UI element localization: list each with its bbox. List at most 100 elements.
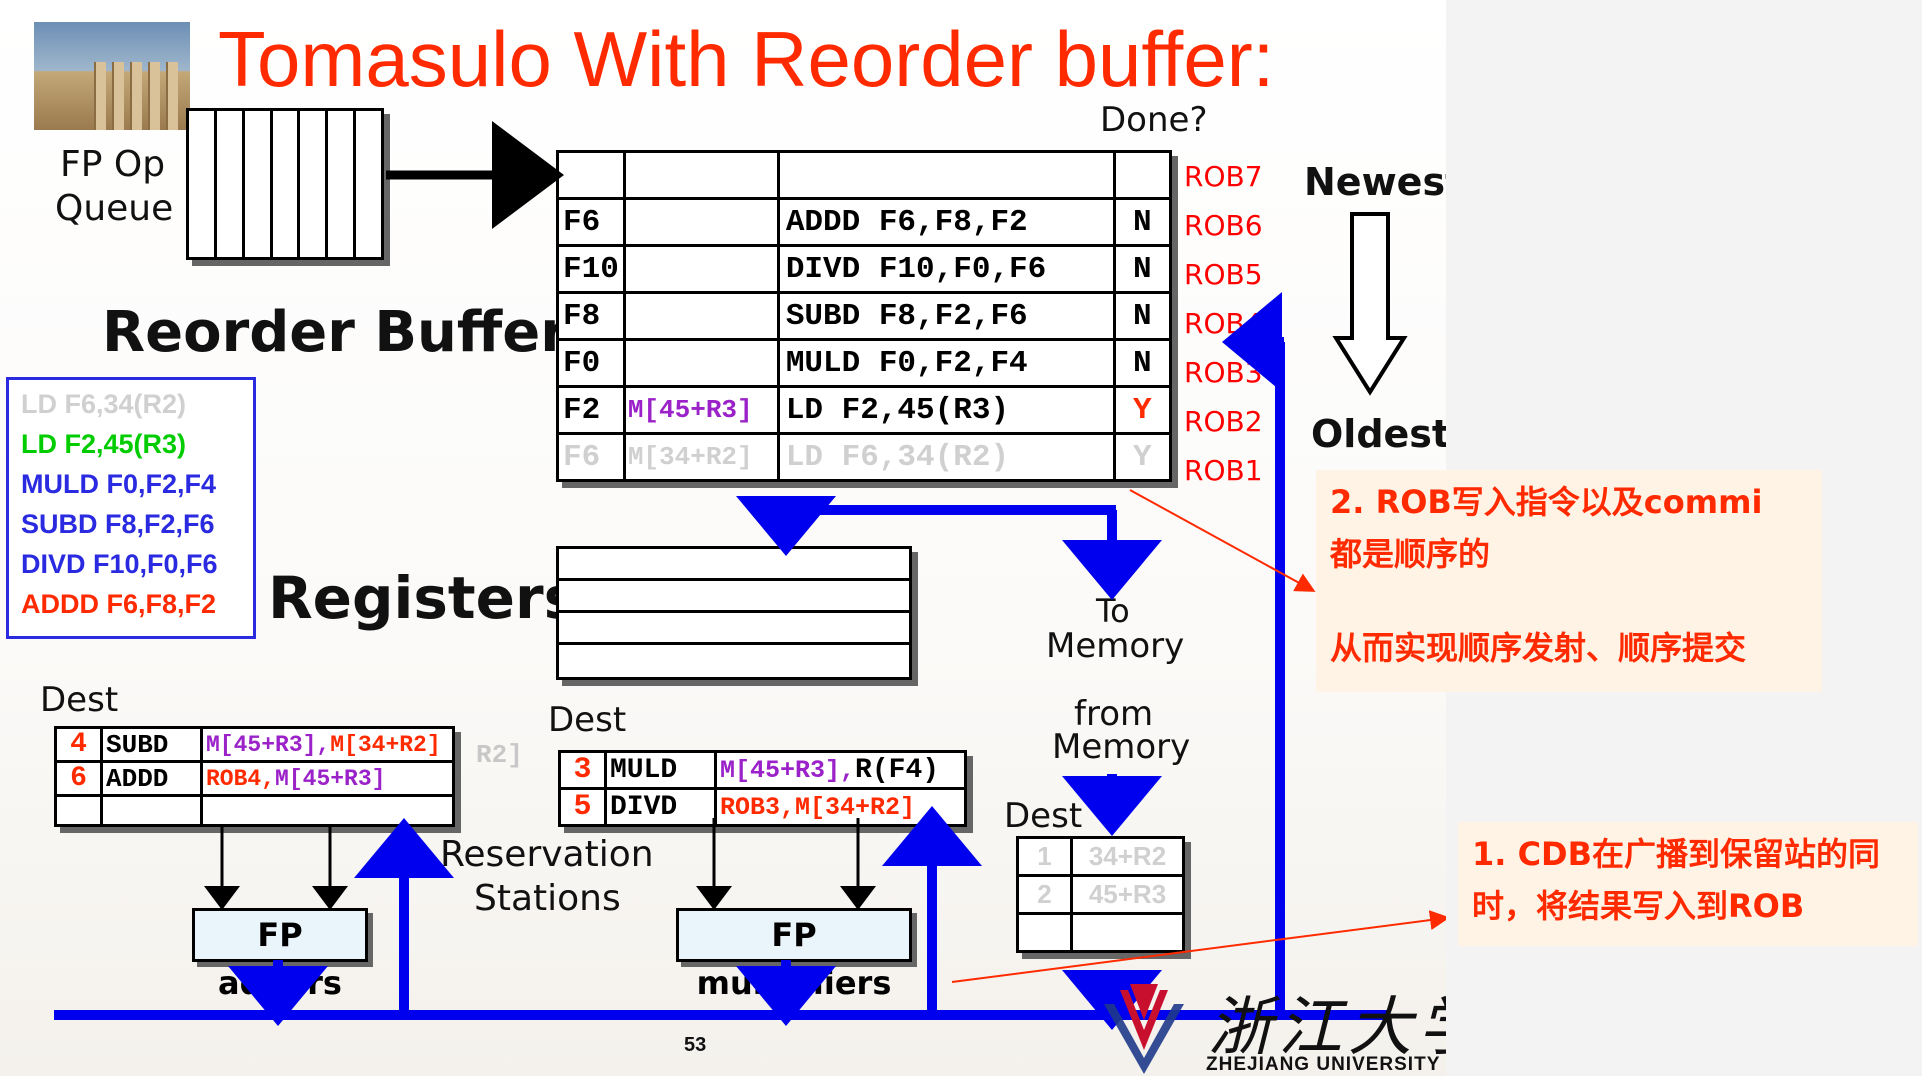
rs-op-cell: MULD: [604, 750, 717, 790]
rs-dest-cell: 4: [54, 726, 103, 763]
rs-operand-2: M[45+R3]: [275, 765, 386, 792]
rob-value-cell: [622, 244, 780, 294]
rob-value-cell: [622, 291, 780, 341]
rob-dest-cell: F8: [556, 291, 626, 341]
callout-rob-order-line-3: 从而实现顺序发射、顺序提交: [1330, 629, 1747, 667]
slide-title: Tomasulo With Reorder buffer:: [218, 15, 1275, 103]
rob-dest-cell: F0: [556, 338, 626, 388]
instruction-list-item: LD F2,45(R3): [21, 429, 187, 459]
rob-done-cell: Y: [1112, 385, 1172, 435]
rs-dest-cell: 3: [558, 750, 607, 790]
memory-buffer-address-cell: 34+R2: [1070, 836, 1185, 877]
register-file: [556, 546, 912, 680]
fp-op-queue-label-2: Queue: [55, 188, 174, 229]
page-number: 53: [684, 1034, 707, 1056]
instruction-list-item: MULD F0,F2,F4: [21, 469, 217, 499]
rob-entry-label: ROB5: [1184, 258, 1263, 291]
rob-value-cell: [622, 150, 780, 200]
rs-adders-ghost-text: R2]: [476, 740, 523, 770]
dest-label-multipliers: Dest: [548, 700, 627, 740]
fp-op-queue: [186, 108, 384, 260]
memory-buffer-row: [1016, 912, 1185, 953]
rob-value-cell: M[45+R3]: [622, 385, 780, 435]
done-header: Done?: [1100, 100, 1208, 140]
memory-buffer-address-cell: [1070, 912, 1185, 953]
from-memory-label-2: Memory: [1052, 727, 1191, 767]
university-name: ZHEJIANG UNIVERSITY: [1206, 1054, 1441, 1075]
rs-operand-separator: ,: [316, 731, 331, 758]
oldest-label: Oldest: [1311, 412, 1446, 456]
rob-dest-cell: [556, 150, 626, 200]
rob-done-cell: N: [1112, 338, 1172, 388]
rob-instruction-cell: SUBD F8,F2,F6: [776, 291, 1116, 341]
callout-rob-order-line-2: 都是顺序的: [1330, 535, 1491, 573]
rob-done-cell: N: [1112, 197, 1172, 247]
to-memory-label-2: Memory: [1046, 626, 1185, 666]
rob-instruction-cell: LD F2,45(R3): [776, 385, 1116, 435]
rs-operand-separator: ,: [261, 765, 276, 792]
reservation-stations-label-2: Stations: [474, 878, 621, 919]
rs-operand-2: R(F4): [855, 754, 940, 786]
rs-operand-1: ROB4: [206, 765, 262, 792]
instruction-list-item: LD F6,34(R2): [21, 389, 187, 419]
rob-done-cell: N: [1112, 291, 1172, 341]
fp-op-queue-label-1: FP Op: [60, 144, 166, 185]
zhejiang-university-logo: [1104, 984, 1184, 1074]
rob-entry-label: ROB7: [1184, 160, 1263, 193]
callout-cdb-line-2: 时，将结果写入到ROB: [1472, 887, 1805, 925]
rs-operands-cell: ROB4,M[45+R3]: [200, 760, 455, 797]
reservation-stations-label-1: Reservation: [440, 834, 654, 875]
rs-operand-1: M[45+R3]: [206, 731, 317, 758]
from-memory-label-1: from: [1074, 694, 1154, 734]
rob-value-cell: [622, 197, 780, 247]
instruction-list-item: DIVD F10,F0,F6: [21, 549, 218, 579]
dest-label-adders: Dest: [40, 680, 119, 720]
rob-instruction-cell: ADDD F6,F8,F2: [776, 197, 1116, 247]
rs-operands-cell: M[45+R3],R(F4): [714, 750, 967, 790]
rob-instruction-cell: MULD F0,F2,F4: [776, 338, 1116, 388]
rob-dest-cell: F6: [556, 432, 626, 482]
parthenon-image: [34, 22, 190, 130]
rob-row: [556, 150, 1172, 200]
datapath-arrows: [54, 121, 1446, 1030]
slide: Tomasulo With Reorder buffer: FP Op Queu…: [0, 0, 1446, 1076]
instruction-list-item: ADDD F6,F8,F2: [21, 589, 217, 619]
rs-op-cell: ADDD: [100, 760, 203, 797]
rs-op-cell: DIVD: [604, 787, 717, 827]
newest-to-oldest-arrow: [1332, 212, 1408, 396]
rs-dest-cell: 6: [54, 760, 103, 797]
registers-label: Registers: [268, 564, 579, 632]
rs-dest-cell: [54, 794, 103, 827]
rob-dest-cell: F2: [556, 385, 626, 435]
rs-operands-cell: M[45+R3],M[34+R2]: [200, 726, 455, 763]
memory-buffer-address-cell: 45+R3: [1070, 874, 1185, 915]
memory-buffer-dest-cell: 1: [1016, 836, 1073, 877]
rob-value-cell: M[34+R2]: [622, 432, 780, 482]
memory-buffer-dest-cell: 2: [1016, 874, 1073, 915]
rob-dest-cell: F10: [556, 244, 626, 294]
callout-rob-order-line-1: 2. ROB写入指令以及commi: [1330, 483, 1763, 521]
callout-cdb-broadcast: 1. CDB在广播到保留站的同 时，将结果写入到ROB: [1458, 822, 1918, 946]
rs-operand-1: M[45+R3]: [720, 755, 841, 785]
reorder-buffer-label: Reorder Buffer: [102, 300, 568, 365]
rs-op-cell: [100, 794, 203, 827]
rob-done-cell: N: [1112, 244, 1172, 294]
callout-rob-order: 2. ROB写入指令以及commi 都是顺序的 从而实现顺序发射、顺序提交: [1316, 470, 1822, 692]
rs-operand-separator: ,: [780, 792, 796, 822]
